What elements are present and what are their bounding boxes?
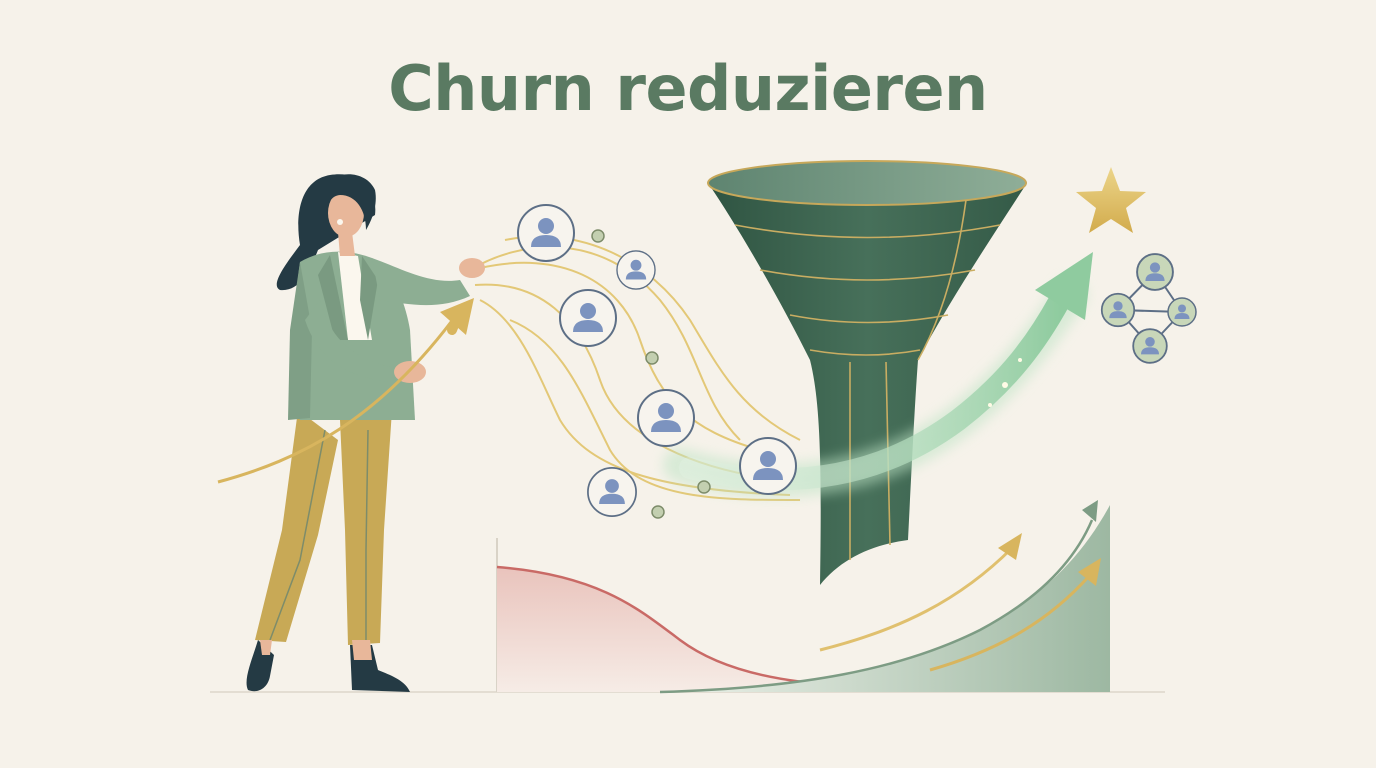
user-avatar-icon bbox=[587, 467, 637, 517]
user-avatar-icon bbox=[517, 204, 575, 262]
gold-arrow-icon bbox=[998, 533, 1022, 560]
network-icon bbox=[1100, 253, 1197, 364]
churn-chart bbox=[496, 500, 1110, 694]
arrow-head-icon bbox=[1035, 252, 1093, 320]
page-title: Churn reduzieren bbox=[388, 52, 988, 125]
customer-avatars bbox=[517, 204, 797, 519]
gold-arrow-2 bbox=[929, 574, 1092, 672]
growth-arrow-icon bbox=[217, 298, 474, 484]
user-avatar-icon bbox=[616, 250, 656, 290]
user-avatar-icon bbox=[637, 389, 695, 447]
churn-area bbox=[497, 567, 840, 692]
person-illustration bbox=[246, 174, 485, 692]
growth-curve bbox=[659, 519, 1094, 694]
growth-arrow-icon bbox=[1082, 500, 1098, 522]
gold-arrow-1 bbox=[819, 546, 1014, 652]
churn-curve bbox=[496, 565, 841, 687]
star-icon bbox=[1076, 167, 1146, 233]
gold-arrow-icon bbox=[1078, 558, 1101, 586]
user-avatar-icon bbox=[559, 289, 617, 347]
user-avatar-icon bbox=[739, 437, 797, 495]
funnel-icon bbox=[707, 160, 1027, 585]
